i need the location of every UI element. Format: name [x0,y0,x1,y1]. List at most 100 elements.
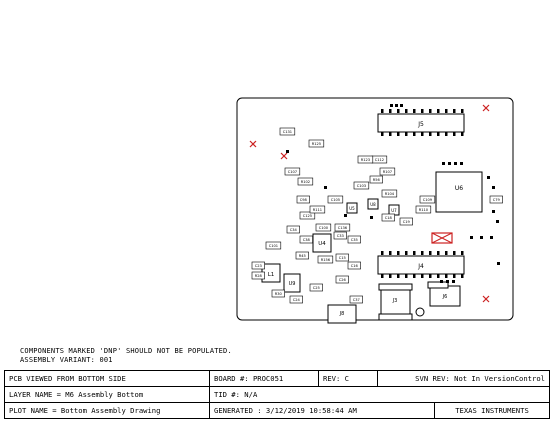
header-pin [429,132,432,136]
ic-u5: U5 [346,202,358,214]
component-ref: C26 [339,278,347,282]
component-body [286,225,300,234]
title-block: PCB VIEWED FROM BOTTOM SIDE BOARD #: PRO… [4,370,550,419]
smd-pad [448,162,451,165]
header-pin [437,274,440,278]
component-body [251,261,265,270]
component-ref: C24 [293,298,301,302]
component-ref: R107 [383,170,392,174]
component-ref: R125 [312,142,321,146]
component-ref: C23 [255,264,262,268]
header-pin [381,251,384,255]
component-body [335,253,349,262]
header-pin [397,274,400,278]
connector-p6: J3 [378,283,413,321]
header-pin [421,274,424,278]
ic-u8: U8 [367,198,379,210]
label-u6: U6 [455,185,463,192]
smd-pad [452,280,455,283]
component-body [315,223,332,232]
header-pin [445,251,448,255]
smd-pad [497,262,500,265]
header-pin [453,251,456,255]
component-ref: C15 [339,256,346,260]
smd-pad [286,150,289,153]
board-outline [236,97,514,321]
component-ref: C100 [319,226,329,230]
header-pin [397,251,400,255]
header-pin [405,251,408,255]
component-ref: C98 [300,198,308,202]
component-body [333,231,347,240]
component-ref: C105 [331,198,340,202]
fiducial-circle [415,307,425,317]
board-number-cell: BOARD #: PROC051 [209,370,319,387]
header-pin [381,274,384,278]
smd-pad [400,104,403,107]
assembly-variant-note: ASSEMBLY VARIANT: 001 [20,356,113,364]
label-u8: U8 [370,202,376,207]
component-body [299,211,316,220]
label-l1: L1 [268,272,275,278]
header-pin [413,109,416,113]
header-pin [389,132,392,136]
header-pin [397,132,400,136]
smd-pad [490,236,493,239]
component-body [347,235,361,244]
smd-pad [395,104,398,107]
header-pin [389,274,392,278]
header-pin [453,109,456,113]
component-body [379,167,396,176]
component-ref: C37 [353,298,360,302]
label-j8: J8 [339,311,345,317]
fiducial-cross-4 [280,152,288,160]
header-pin [429,274,432,278]
component-body [419,195,436,204]
dnp-note: COMPONENTS MARKED 'DNP' SHOULD NOT BE PO… [20,347,232,355]
smd-pad [470,236,473,239]
smd-pad [492,210,495,213]
layer-name-cell: LAYER NAME = M6 Assembly Bottom [4,386,210,403]
component-body [399,217,413,226]
header-pin [405,132,408,136]
header-pin [413,274,416,278]
component-body [347,261,361,270]
plot-name-cell: PLOT NAME = Bottom Assembly Drawing [4,402,210,419]
component-body [265,241,282,250]
company-cell: TEXAS INSTRUMENTS [434,402,550,419]
component-body [296,195,310,204]
label-u5: U5 [349,206,355,211]
component-body [349,295,363,304]
header-pin [421,132,424,136]
component-ref: C38 [303,238,311,242]
component-body [295,251,309,260]
header-pin [389,251,392,255]
fiducial-cross-3 [482,295,490,303]
component-ref: R56 [373,178,381,182]
component-body [317,255,334,264]
component-body [279,127,296,136]
smd-pad [440,280,443,283]
header-pin [413,132,416,136]
component-ref: R104 [385,192,395,196]
smd-pad [344,214,347,217]
header-pin [381,109,384,113]
smd-pad [492,186,495,189]
component-body [251,271,265,280]
component-body [327,195,344,204]
connector-j3: J6 [427,281,461,307]
header-pin [389,109,392,113]
component-ref: R156 [321,258,331,262]
component-ref: R28 [255,274,263,278]
ic-u9: U9 [283,273,301,293]
component-body [357,155,374,164]
label-j3: J6 [442,294,448,300]
header-pin [397,109,400,113]
component-body [271,289,285,298]
rev-cell: REV: C [318,370,378,387]
component-ref: C25 [313,286,320,290]
smd-pad [460,162,463,165]
component-ref: C136 [338,226,348,230]
component-ref: R45 [299,254,306,258]
